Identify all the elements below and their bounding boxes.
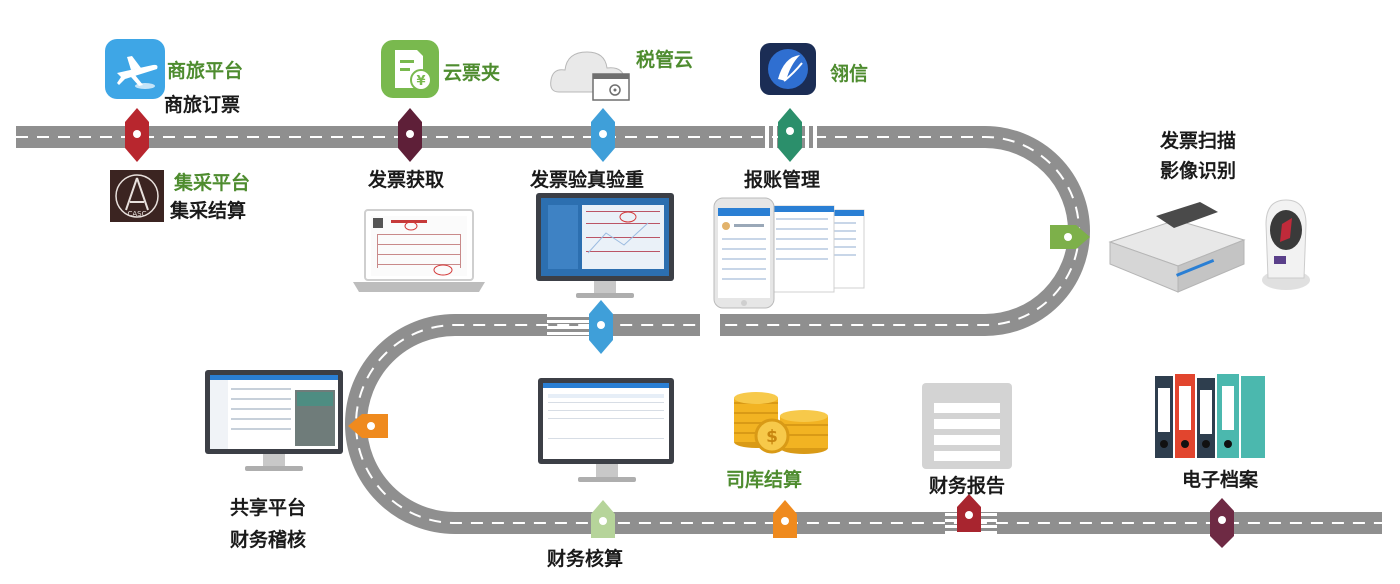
label-siku: 司库结算 bbox=[726, 469, 803, 491]
svg-text:$: $ bbox=[766, 427, 778, 447]
marker-baogao bbox=[957, 494, 981, 532]
marker-yanzhen bbox=[591, 108, 615, 162]
label-shuiguanyun: 税管云 bbox=[636, 49, 694, 71]
marker-baozhang bbox=[778, 108, 802, 162]
label-gongxiang-line2: 财务稽核 bbox=[230, 529, 307, 551]
marker-saomiao bbox=[1050, 225, 1090, 249]
casc-logo-text: CASC bbox=[127, 210, 146, 218]
monitor-accounting-icon bbox=[538, 378, 674, 482]
label-jicai-subtitle: 集采结算 bbox=[170, 200, 247, 222]
mobile-app-icon bbox=[713, 197, 865, 309]
label-baozhang: 报账管理 bbox=[744, 169, 821, 191]
label-dangan: 电子档案 bbox=[1182, 469, 1259, 491]
monitor-sharing-icon bbox=[205, 370, 343, 471]
label-jicai-title: 集采平台 bbox=[174, 172, 251, 194]
label-hesuan: 财务核算 bbox=[547, 548, 624, 570]
marker-dangan bbox=[1210, 498, 1234, 548]
monitor-invoice-icon bbox=[536, 193, 674, 298]
receipt-yen-icon: ¥ bbox=[381, 40, 439, 98]
svg-text:¥: ¥ bbox=[416, 74, 425, 89]
label-baogao: 财务报告 bbox=[929, 475, 1006, 497]
marker-shanglv bbox=[125, 108, 149, 162]
marker-hesuan bbox=[591, 500, 615, 538]
label-lingxin: 翎信 bbox=[830, 63, 869, 85]
marker-fapiao-huoqu bbox=[398, 108, 422, 162]
marker-siku bbox=[773, 500, 797, 538]
airplane-icon bbox=[105, 39, 165, 99]
coins-icon: $ bbox=[734, 392, 828, 454]
label-fapiao-huoqu: 发票获取 bbox=[368, 169, 445, 191]
label-yunpiaojia: 云票夹 bbox=[443, 62, 501, 84]
label-saomiao-line1: 发票扫描 bbox=[1160, 130, 1237, 152]
report-icon bbox=[922, 383, 1012, 469]
scanner-icon bbox=[1108, 199, 1310, 293]
cloud-settings-icon bbox=[550, 51, 630, 101]
label-shanglv-title: 商旅平台 bbox=[167, 60, 244, 82]
label-gongxiang-line1: 共享平台 bbox=[230, 497, 307, 519]
binders-icon bbox=[1155, 374, 1265, 458]
marker-gongxiang bbox=[348, 414, 388, 438]
marker-middle bbox=[589, 300, 613, 354]
label-yanzhen: 发票验真验重 bbox=[530, 169, 645, 191]
lingxin-app-icon bbox=[760, 43, 816, 95]
laptop-invoice-icon bbox=[353, 209, 485, 292]
casc-logo-icon: CASC bbox=[110, 170, 164, 222]
crosswalk bbox=[547, 314, 591, 335]
label-shanglv-subtitle: 商旅订票 bbox=[164, 94, 241, 116]
label-saomiao-line2: 影像识别 bbox=[1160, 160, 1237, 182]
